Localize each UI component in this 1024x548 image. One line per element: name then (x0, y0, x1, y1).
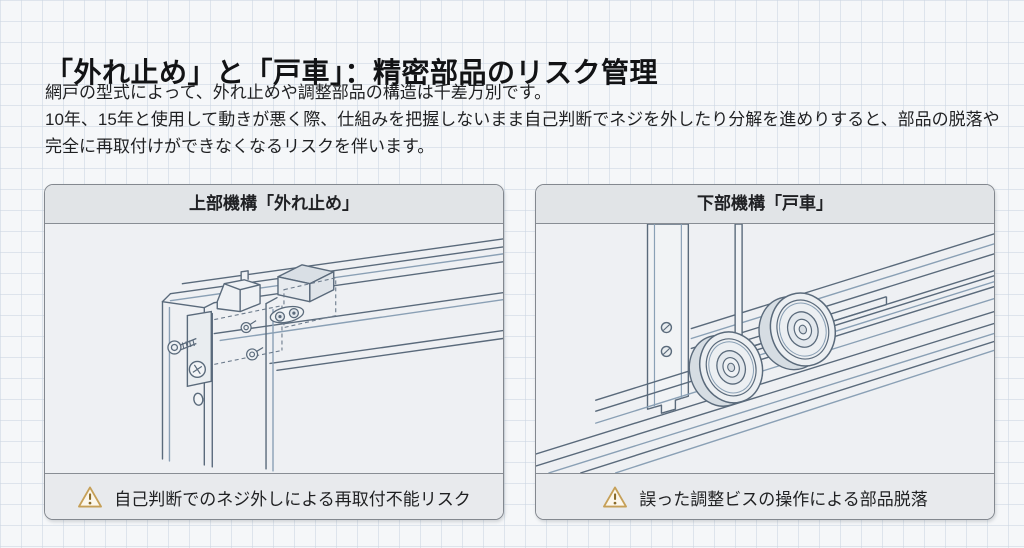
panel-roller-header: 下部機構「戸車」 (536, 185, 994, 224)
panel-roller-caption-text: 誤った調整ビスの操作による部品脱落 (639, 489, 928, 509)
panel-roller-illustration-area (536, 224, 994, 473)
page-title: 「外れ止め」と「戸車」：精密部品のリスク管理 (45, 56, 659, 88)
panel-stopper-header: 上部機構「外れ止め」 (45, 185, 503, 224)
intro-paragraph: 網戸の型式によって、外れ止めや調整部品の構造は千差万別です。 10年、15年と使… (45, 79, 1005, 160)
panel-roller-caption: 誤った調整ビスの操作による部品脱落 (536, 472, 994, 519)
panel-stopper-caption-text: 自己判断でのネジ外しによる再取付不能リスク (114, 489, 471, 509)
stopper-mechanism-drawing (161, 238, 503, 472)
panel-stopper-illustration-area (45, 224, 503, 473)
panel-roller: 下部機構「戸車」 (535, 184, 995, 520)
warning-triangle-icon (78, 486, 103, 508)
panels-row: 上部機構「外れ止め」 (44, 184, 995, 520)
panel-stopper: 上部機構「外れ止め」 (44, 184, 504, 520)
intro-line-1: 網戸の型式によって、外れ止めや調整部品の構造は千差万別です。 (45, 83, 552, 102)
panel-stopper-caption: 自己判断でのネジ外しによる再取付不能リスク (45, 472, 503, 519)
intro-line-3: 完全に再取付けができなくなるリスクを伴います。 (45, 137, 435, 156)
roller-mechanism-drawing (536, 224, 994, 473)
warning-triangle-icon (603, 486, 628, 508)
intro-line-2: 10年、15年と使用して動きが悪く際、仕組みを把握しないまま自己判断でネジを外し… (45, 110, 1000, 129)
